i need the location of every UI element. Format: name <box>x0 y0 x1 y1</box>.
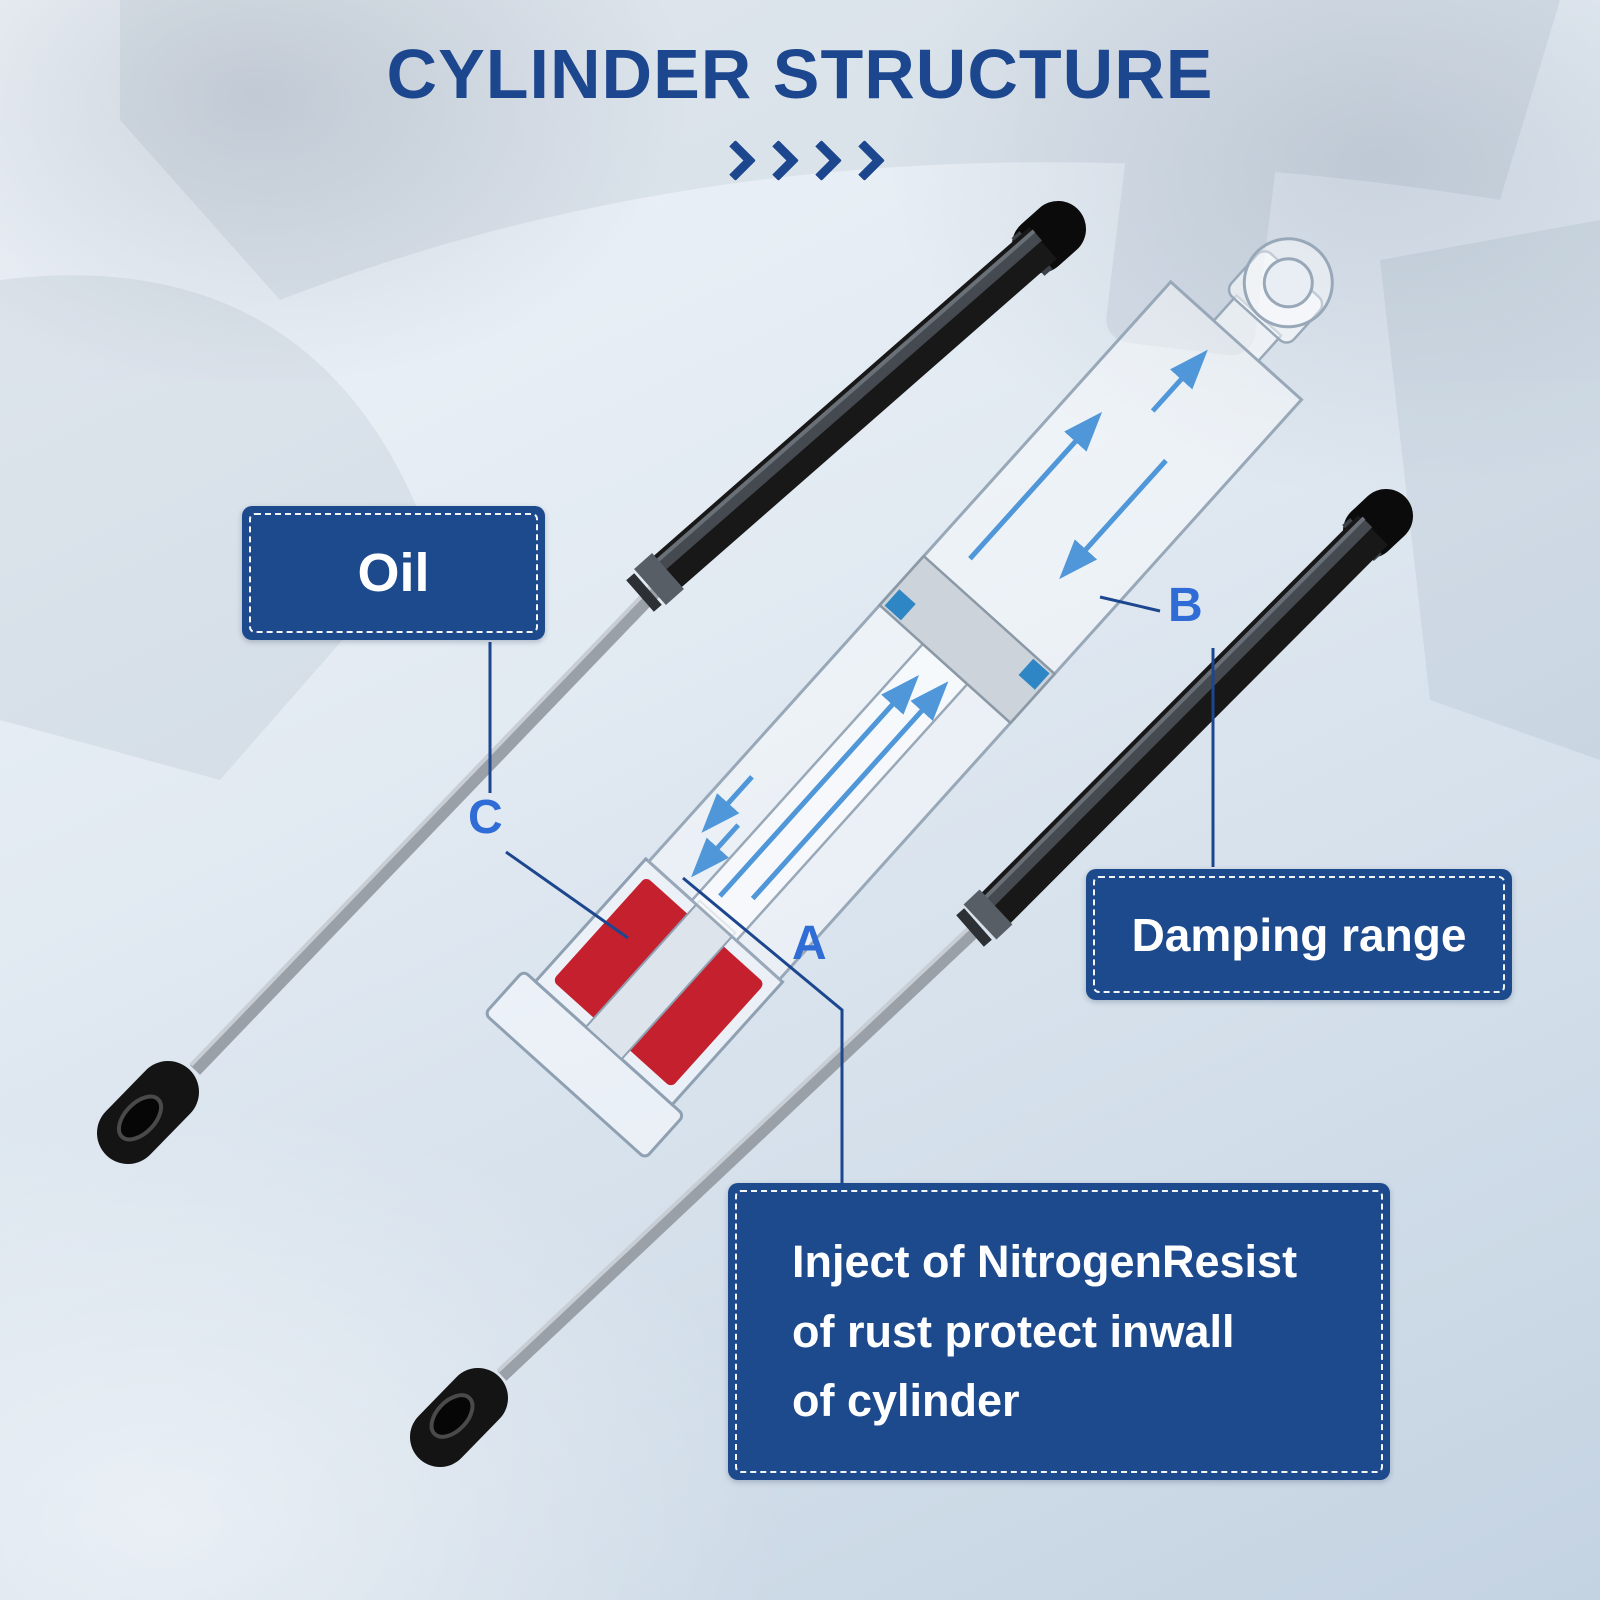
chevron-right-icon <box>714 139 757 182</box>
gas-flow-arrows <box>691 349 1208 901</box>
piston-seal-square <box>884 589 916 621</box>
nitrogen-label-line: Inject of NitrogenResist <box>792 1235 1298 1287</box>
cylinder-cutaway <box>485 237 1334 1158</box>
page-title: CYLINDER STRUCTURE <box>386 35 1214 113</box>
lower-gas-strut <box>410 489 1413 1467</box>
nitrogen-leader-line <box>682 876 844 1183</box>
marker-a: A <box>792 917 827 970</box>
leader-lines <box>488 595 1215 1183</box>
tube-end-cap <box>1012 201 1086 273</box>
damping-leader-line <box>1099 595 1161 613</box>
marker-c: C <box>468 791 503 844</box>
nitrogen-label-line: of rust protect inwall <box>792 1305 1235 1357</box>
upper-gas-strut <box>97 201 1086 1164</box>
cylinder-tube <box>644 227 1057 596</box>
chevron-right-icon <box>757 139 800 182</box>
cylinder-tube <box>973 515 1388 931</box>
damping-range-callout: Damping range <box>1086 869 1512 1000</box>
car-background-silhouette <box>0 0 1600 780</box>
tube-end-cap <box>1343 489 1413 558</box>
marker-b: B <box>1168 579 1203 632</box>
piston-rod <box>189 579 668 1075</box>
nitrogen-callout: Inject of NitrogenResist of rust protect… <box>728 1183 1390 1480</box>
chevron-right-icon <box>843 139 886 182</box>
chevrons-decoration <box>0 139 1600 182</box>
damping-range-label: Damping range <box>1131 908 1467 961</box>
piston <box>877 554 1057 725</box>
oil-callout: Oil <box>242 506 545 640</box>
piston-rod <box>497 923 983 1381</box>
tube-collar <box>634 553 684 605</box>
tube-collar <box>963 889 1013 940</box>
piston-seal-square <box>1018 658 1050 690</box>
oil-label: Oil <box>357 543 430 603</box>
chevron-right-icon <box>800 139 843 182</box>
nitrogen-label-line: of cylinder <box>792 1375 1020 1427</box>
